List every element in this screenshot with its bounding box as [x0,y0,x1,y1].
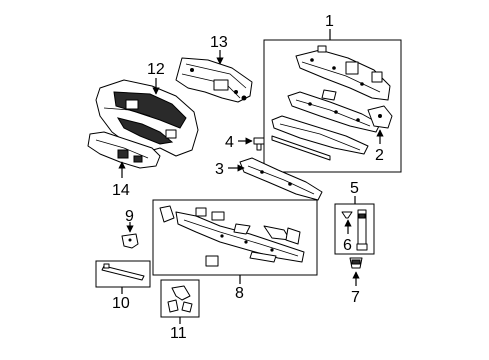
callout-3: 3 [215,161,224,178]
part-5-stud [341,211,353,219]
assembly-box-10 [95,260,151,288]
part-2-cowl-bracket [367,105,393,129]
callout-10: 10 [112,295,130,312]
part-1-cowl-lower-panel [287,89,381,133]
callout-2: 2 [375,147,384,164]
callout-5: 5 [350,180,359,197]
callout-13: 13 [210,34,228,51]
part-13-cowl-bracket [175,57,253,103]
callout-7: 7 [351,289,360,306]
part-14-lower-dash-pad [87,131,161,169]
part-9-bracket [121,233,139,249]
part-3-cowl-reinforcement [239,157,323,201]
assembly-box-8 [152,199,318,276]
callout-11: 11 [170,325,187,342]
part-11-brackets [167,285,193,313]
part-7-clip [349,257,363,269]
callout-14: 14 [112,182,130,199]
callout-8: 8 [235,285,244,302]
part-10-seal-strip [101,263,145,281]
part-5-pillar [356,209,368,251]
callout-9: 9 [125,208,134,225]
callout-6: 6 [343,237,352,254]
assembly-box-5 [334,203,375,255]
part-1-plenum-panel [271,115,369,161]
assembly-box-1 [263,39,402,173]
callout-4: 4 [225,134,234,151]
part-4-bolt [253,137,265,151]
callout-1: 1 [325,13,334,30]
callout-12: 12 [147,61,165,78]
part-8-dash-panel [159,205,305,267]
part-12-dash-insulator [95,79,199,157]
part-1-cowl-top-panel [295,45,391,101]
